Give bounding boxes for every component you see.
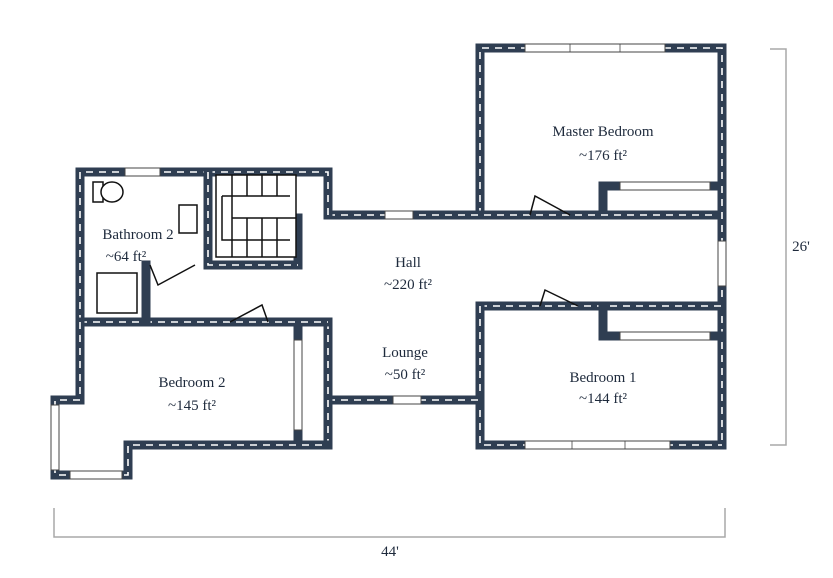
dimension-lines <box>53 48 787 538</box>
window-bedroom1 <box>524 440 671 450</box>
room-name: Bathroom 2 <box>102 227 173 243</box>
width-dimension: 44' <box>381 544 399 560</box>
shower-icon <box>96 272 138 314</box>
window-lounge <box>392 395 422 405</box>
room-area: ~220 ft² <box>384 277 433 293</box>
stairs-icon <box>215 174 297 258</box>
room-area: ~64 ft² <box>106 249 147 265</box>
window-bathroom <box>124 167 161 177</box>
fixtures <box>92 174 297 314</box>
windows <box>50 43 727 480</box>
room-name: Lounge <box>382 345 428 361</box>
room-labels: Master Bedroom ~176 ft² Bathroom 2 ~64 f… <box>102 124 810 560</box>
closet-door-bedroom1 <box>619 331 711 341</box>
room-area: ~145 ft² <box>168 398 217 414</box>
window-bedroom2-bottom <box>69 470 123 480</box>
window-bedroom2-left <box>50 404 60 471</box>
room-name: Master Bedroom <box>552 124 654 140</box>
room-area: ~176 ft² <box>579 148 628 164</box>
room-area: ~144 ft² <box>579 391 628 407</box>
room-name: Hall <box>395 255 421 271</box>
window-master-top <box>524 43 666 53</box>
closet-door-bedroom2 <box>293 339 303 431</box>
walls <box>50 43 727 480</box>
window-hall-right <box>717 240 727 287</box>
height-dimension: 26' <box>792 239 810 255</box>
sink-icon <box>178 204 198 234</box>
doors <box>149 194 579 323</box>
window-hall <box>384 210 414 220</box>
room-area: ~50 ft² <box>385 367 426 383</box>
closet-door-master <box>619 181 711 191</box>
room-name: Bedroom 1 <box>569 370 636 386</box>
room-name: Bedroom 2 <box>158 375 225 391</box>
